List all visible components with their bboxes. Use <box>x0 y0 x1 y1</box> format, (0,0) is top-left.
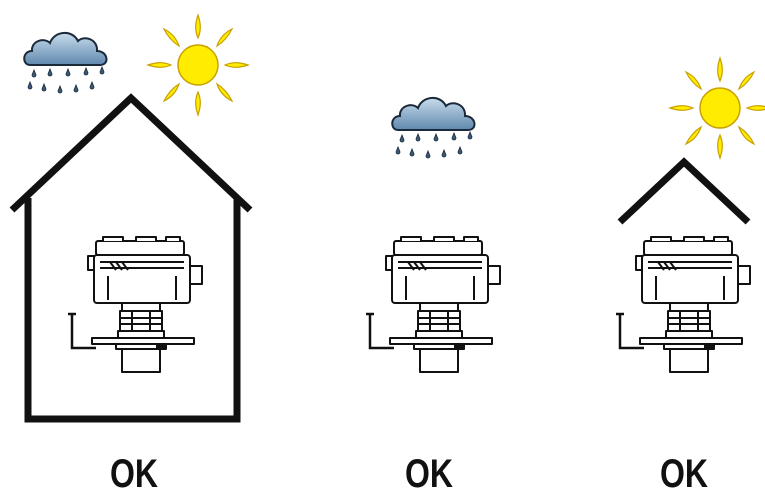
status-label-sun-shade: OK <box>660 452 708 496</box>
level-transmitter <box>364 235 502 374</box>
status-label-house: OK <box>110 452 158 496</box>
sun-icon <box>147 14 249 116</box>
rain-cloud-icon <box>391 96 476 159</box>
panel-rain <box>364 96 502 374</box>
sun-icon <box>669 57 765 159</box>
level-transmitter <box>614 235 752 374</box>
panel-sun-shade <box>614 57 765 374</box>
status-label-rain: OK <box>405 452 453 496</box>
sun-shade-roof <box>617 157 751 225</box>
house-outline <box>9 93 253 423</box>
rain-cloud-icon <box>23 31 108 94</box>
panel-house <box>9 14 253 423</box>
level-transmitter <box>66 235 204 374</box>
